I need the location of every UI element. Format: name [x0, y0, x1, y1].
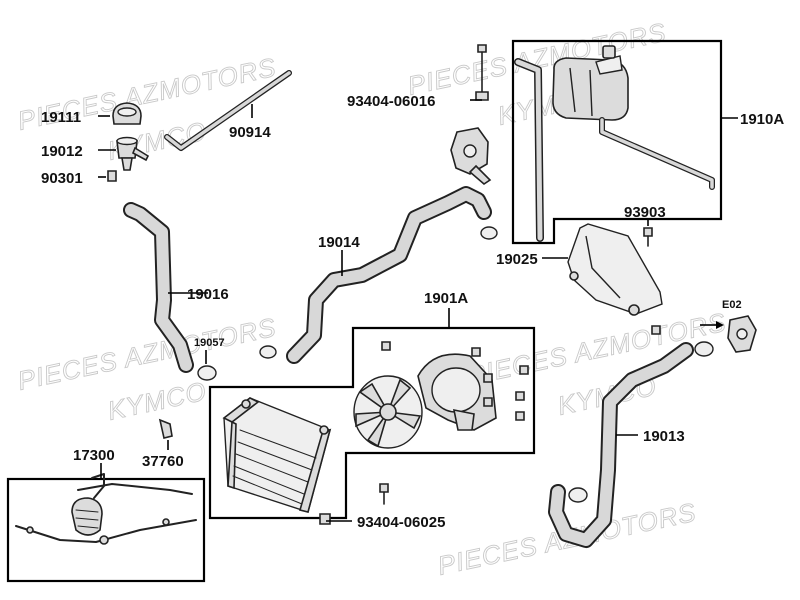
radiator-cap — [112, 102, 142, 125]
hose-19014 — [286, 186, 492, 364]
part-labels: 19111 19012 90301 90914 93404-06016 1910… — [41, 93, 784, 531]
leader-lines — [98, 99, 738, 522]
reservoir-hose-vertical — [514, 58, 544, 242]
radiator-group-frame — [208, 326, 536, 520]
label-37760: 37760 — [142, 453, 184, 470]
label-17300: 17300 — [73, 447, 115, 464]
label-19016: 19016 — [187, 286, 229, 303]
thermostat-housing — [450, 127, 492, 186]
fan-bolts — [381, 341, 529, 421]
hose-19013 — [548, 342, 694, 548]
label-93404-06016: 93404-06016 — [347, 93, 435, 110]
label-19014: 19014 — [318, 234, 360, 251]
breather-tube-set — [15, 473, 197, 545]
bolt-93903 — [643, 227, 653, 247]
arrow-head — [716, 321, 724, 329]
label-19057: 19057 — [194, 337, 225, 349]
fan-blades — [353, 375, 423, 449]
bolt-93404-06016 — [475, 44, 489, 101]
radiator — [222, 397, 332, 513]
label-19111: 19111 — [41, 109, 81, 126]
label-19013: 19013 — [643, 428, 685, 445]
label-1901a: 1901A — [424, 290, 468, 307]
filler-screw — [107, 170, 117, 182]
label-1910a: 1910A — [740, 111, 784, 128]
bracket-19025 — [567, 223, 663, 316]
reservoir-group-frame — [511, 39, 723, 245]
label-93404-06025: 93404-06025 — [357, 514, 445, 531]
hose-clamp — [197, 226, 714, 503]
watermark-brand: PIECES AZMOTORS — [15, 312, 279, 396]
label-90301: 90301 — [41, 170, 83, 187]
sensor-37760 — [158, 418, 173, 439]
thin-tube-90914 — [164, 70, 292, 151]
hose-19016 — [123, 202, 194, 373]
fitting-e02 — [727, 315, 757, 353]
bolt-93404-06025 — [319, 483, 389, 525]
fan-shroud — [417, 353, 497, 431]
label-93903: 93903 — [624, 204, 666, 221]
label-19025: 19025 — [496, 251, 538, 268]
label-19012: 19012 — [41, 143, 83, 160]
tube-set-frame — [6, 477, 206, 583]
filler-neck — [116, 136, 150, 171]
label-e02: E02 — [722, 299, 742, 311]
reservoir-overflow-tube — [599, 117, 715, 190]
watermark-kymco: KYMCO — [105, 376, 209, 426]
small-screw — [651, 325, 661, 335]
reservoir-tank — [552, 45, 629, 121]
label-90914: 90914 — [229, 124, 271, 141]
